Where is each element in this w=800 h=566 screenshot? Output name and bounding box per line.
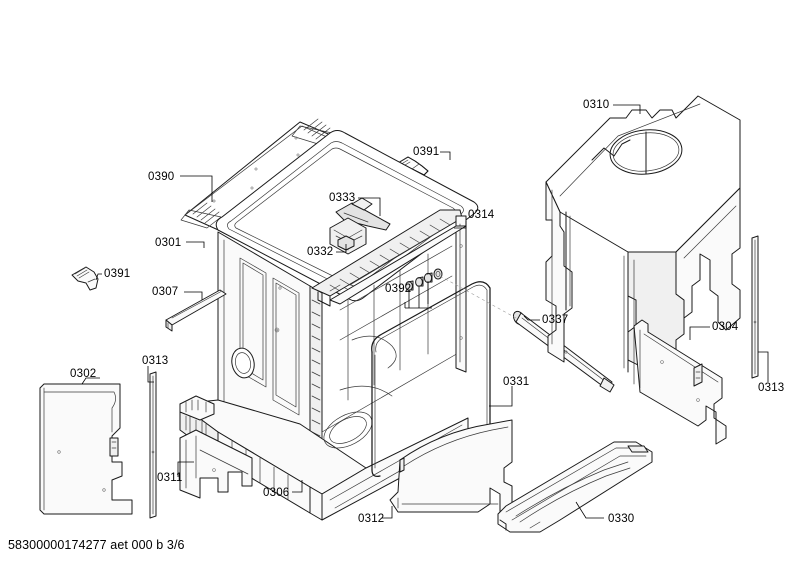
part-0312-kick-panel: [389, 419, 513, 517]
callout-0332[interactable]: 0332: [307, 246, 334, 258]
callout-0391-left[interactable]: 0391: [104, 268, 131, 280]
callout-0390[interactable]: 0390: [148, 171, 175, 183]
part-0311-base-bracket: [179, 429, 253, 499]
callout-0392[interactable]: 0392: [385, 283, 412, 295]
callout-0313-right[interactable]: 0313: [758, 382, 785, 394]
part-0313-strip-left: [149, 371, 157, 519]
callout-0302[interactable]: 0302: [70, 368, 97, 380]
callout-0314[interactable]: 0314: [468, 209, 495, 221]
callout-0331[interactable]: 0331: [503, 376, 530, 388]
part-0330-base-cover: [497, 441, 653, 533]
callout-0337[interactable]: 0337: [542, 314, 569, 326]
callout-0330[interactable]: 0330: [608, 513, 635, 525]
document-footer-code: 58300000174277 aet 000 b 3/6: [8, 538, 185, 552]
part-0331-wire-frame: [371, 281, 491, 477]
part-0392-screw-set: [404, 268, 443, 309]
part-0332-latch-assembly: [329, 217, 367, 255]
callout-0312[interactable]: 0312: [358, 513, 385, 525]
callout-0307[interactable]: 0307: [152, 286, 179, 298]
part-0391-bracket-left: [71, 266, 99, 291]
part-0304-reinforcement-panel: [633, 319, 727, 445]
callout-0311[interactable]: 0311: [157, 472, 183, 484]
callout-0391-upper[interactable]: 0391: [413, 146, 440, 158]
part-0313-strip-right: [751, 235, 759, 379]
callout-0333[interactable]: 0333: [329, 192, 356, 204]
leader-lines: [81, 104, 769, 519]
callout-0301[interactable]: 0301: [155, 237, 182, 249]
callout-0310[interactable]: 0310: [583, 99, 610, 111]
callout-0304[interactable]: 0304: [712, 321, 739, 333]
callout-0313-left[interactable]: 0313: [142, 355, 169, 367]
part-0307-side-rail: [165, 289, 227, 332]
part-0302-insulation-panel: [39, 383, 133, 515]
callout-0306[interactable]: 0306: [263, 487, 290, 499]
